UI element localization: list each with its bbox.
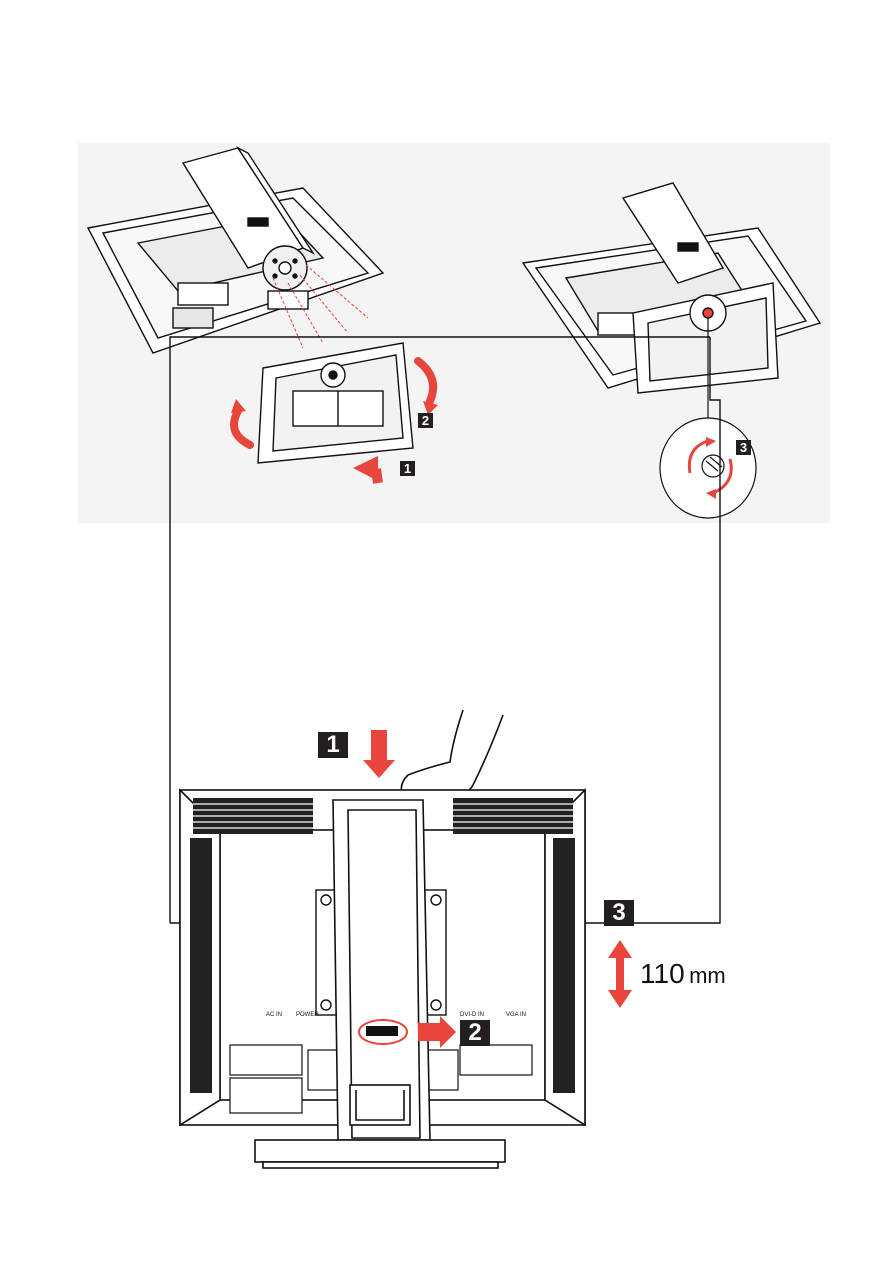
stand-removal-drawing [78,143,830,523]
step-1-badge: 1 [400,461,415,476]
stand-column [333,800,430,1140]
height-range-arrow [608,940,632,1008]
hand-drawing [401,710,503,795]
step-2-badge-large: 2 [460,1020,490,1046]
step-1-badge-large: 1 [318,732,348,758]
step-2-badge: 2 [418,413,433,428]
height-adjust-readout: 110 mm [640,958,726,990]
step-3-badge: 3 [736,440,751,455]
lock-pin [366,1026,398,1036]
height-adjust-value: 110 [640,958,685,989]
height-lock-illustration: AC IN POWER DVI-D IN VGA IN 1 2 3 110 mm [168,700,743,1180]
port-label-ac-in: AC IN [266,1012,282,1018]
monitor-rear-drawing [168,700,743,1180]
port-label-vga: VGA IN [506,1012,526,1018]
press-down-arrow [363,730,395,778]
screw-zoom-callout [660,418,756,518]
stand-base [255,1140,505,1168]
port-label-power: POWER [296,1012,319,1018]
height-adjust-unit: mm [689,963,726,988]
stand-removal-illustration: 1 2 3 [78,143,830,523]
port-label-dvi: DVI-D IN [460,1012,484,1018]
step-3-badge-large: 3 [604,900,634,926]
